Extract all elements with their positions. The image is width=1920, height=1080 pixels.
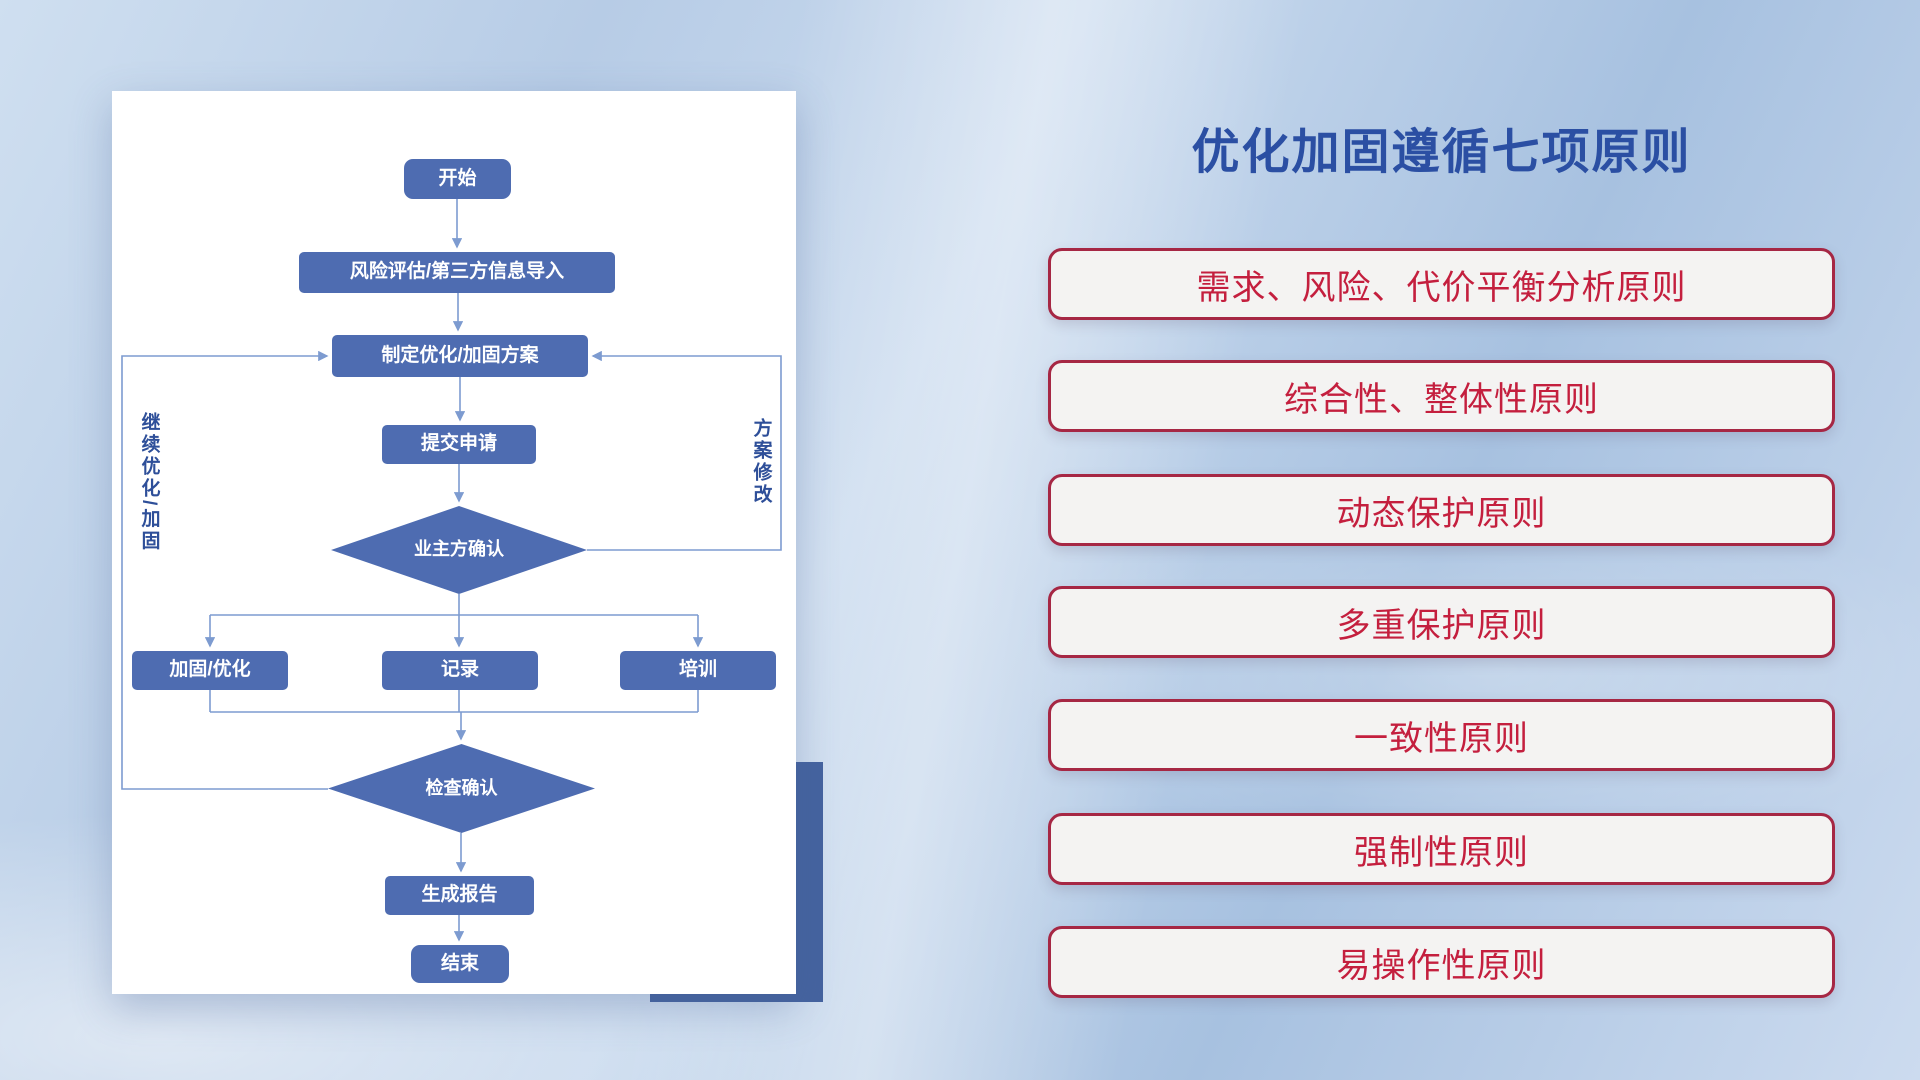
- principle-item-6: 强制性原则: [1048, 813, 1835, 885]
- principle-label: 强制性原则: [1354, 833, 1529, 872]
- principle-item-2: 综合性、整体性原则: [1048, 360, 1835, 432]
- slide-title: 优化加固遵循七项原则: [1191, 126, 1692, 179]
- flow-node-harden: 加固/优化: [132, 651, 288, 690]
- flow-label-continue-optimize: 继续优化/加固: [138, 411, 160, 553]
- principle-item-4: 多重保护原则: [1048, 586, 1835, 658]
- flow-node-train: 培训: [620, 651, 776, 690]
- flow-node-report: 生成报告: [385, 876, 534, 915]
- principle-label: 一致性原则: [1354, 719, 1529, 758]
- flow-node-make-plan: 制定优化/加固方案: [332, 335, 588, 377]
- principle-label: 需求、风险、代价平衡分析原则: [1196, 268, 1687, 307]
- flow-node-end: 结束: [411, 945, 509, 983]
- flow-label-plan-revise: 方案修改: [750, 418, 772, 506]
- principle-item-3: 动态保护原则: [1048, 474, 1835, 546]
- principle-item-1: 需求、风险、代价平衡分析原则: [1048, 248, 1835, 320]
- principle-item-5: 一致性原则: [1048, 699, 1835, 771]
- principle-label: 易操作性原则: [1336, 946, 1547, 985]
- principle-label: 综合性、整体性原则: [1284, 380, 1599, 419]
- principle-label: 多重保护原则: [1336, 606, 1547, 645]
- flow-node-submit: 提交申请: [382, 425, 536, 464]
- principle-item-7: 易操作性原则: [1048, 926, 1835, 998]
- principle-label: 动态保护原则: [1336, 494, 1547, 533]
- flowchart-connectors: [121, 199, 782, 942]
- flow-node-start: 开始: [404, 159, 511, 199]
- flow-node-risk-import: 风险评估/第三方信息导入: [299, 252, 615, 293]
- flow-node-record: 记录: [382, 651, 538, 690]
- flowchart-card: 开始 风险评估/第三方信息导入 制定优化/加固方案 提交申请 业主方确认 加固/…: [112, 91, 796, 994]
